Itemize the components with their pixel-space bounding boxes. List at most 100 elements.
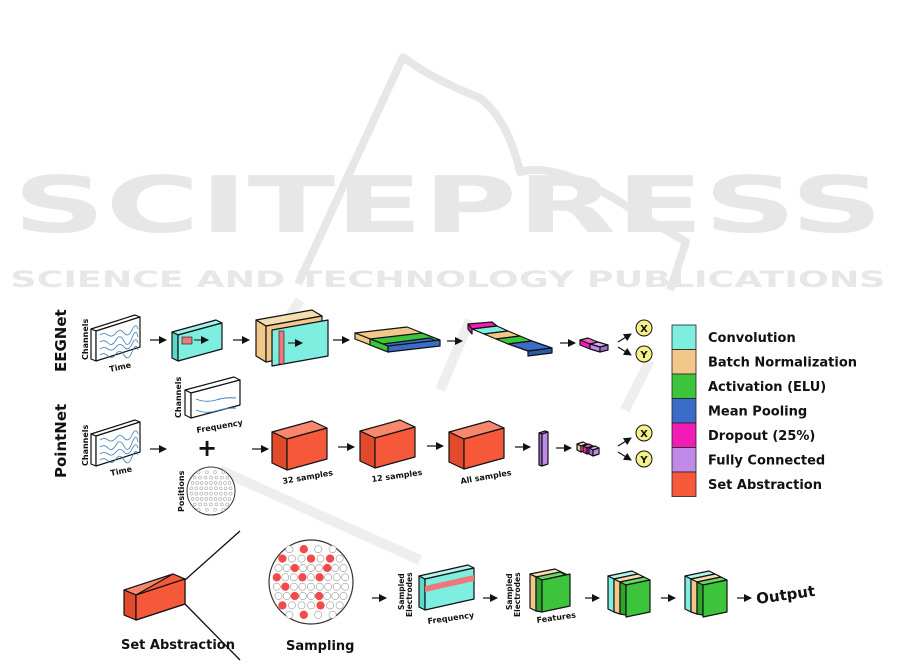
electrode — [192, 502, 197, 507]
electrode — [316, 554, 325, 563]
sa-detail-block — [123, 573, 186, 621]
electrode — [214, 502, 219, 507]
electrode — [227, 481, 232, 485]
electrode — [339, 592, 348, 600]
electrode — [214, 486, 218, 491]
electrode — [223, 481, 227, 485]
legend-item: Convolution — [671, 324, 796, 350]
output-y-label: Y — [639, 455, 648, 466]
electrode — [199, 497, 204, 501]
legend-item: Set Abstraction — [671, 471, 822, 497]
set-abstraction-detail: Set Abstraction Sampling Sampled Electro… — [121, 530, 816, 661]
legend-swatch-convolution — [671, 324, 697, 350]
electrode — [297, 601, 306, 610]
eegnet-row: EEGNet Channels Time — [52, 309, 653, 374]
electrode — [315, 564, 323, 572]
set-abstraction-block-3: All samples — [448, 420, 512, 486]
arrow — [617, 451, 632, 461]
spectrum-channels-label: Channels — [174, 376, 183, 418]
electrode — [194, 491, 199, 496]
stage-label-12: 12 samples — [371, 468, 423, 484]
electrode — [194, 486, 199, 491]
sampled-electrode — [323, 563, 332, 573]
feat-block-y-label-1: Sampled — [505, 573, 514, 610]
zoom-line-bottom — [184, 603, 241, 661]
electrode — [315, 582, 324, 591]
electrode — [335, 601, 344, 610]
watermark-book-icon — [294, 53, 690, 292]
sampled-electrode — [278, 554, 287, 563]
freq-block-y-label-2: Electrodes — [405, 572, 414, 617]
electrode — [205, 507, 209, 512]
eeg-signal-traces — [99, 430, 139, 464]
pointnet-spectrum: Channels Frequency — [174, 376, 244, 435]
electrode — [223, 491, 228, 496]
eegnet-pool-block — [354, 326, 441, 353]
legend-item: Fully Connected — [671, 447, 825, 473]
electrode — [339, 564, 348, 572]
electrode — [218, 481, 223, 485]
arrow — [617, 333, 632, 343]
freq-block-x-label: Frequency — [427, 610, 475, 626]
output-x-label: X — [640, 429, 648, 440]
electrode — [223, 497, 227, 501]
electrode — [299, 564, 307, 572]
sampled-electrode — [278, 601, 287, 610]
sampled-electrode — [290, 563, 299, 573]
electrode — [199, 491, 203, 496]
electrode — [221, 507, 226, 512]
electrode — [213, 497, 218, 501]
eeg-signal-traces — [99, 325, 139, 359]
electrode — [341, 573, 350, 582]
pointnet-fc-column — [538, 430, 549, 467]
electrode — [199, 481, 204, 485]
electrode — [214, 491, 218, 496]
electrode — [205, 470, 209, 475]
electrode — [324, 582, 332, 591]
electrode — [213, 507, 217, 512]
electrode — [314, 610, 323, 619]
electrode — [196, 507, 201, 512]
electrode — [307, 564, 315, 572]
sampled-electrode — [272, 573, 281, 582]
electrode — [288, 554, 296, 563]
electrode — [323, 592, 332, 600]
sampled-electrode — [306, 554, 316, 563]
electrode — [314, 545, 323, 554]
eegnet-input-time-label: Time — [109, 360, 133, 373]
sampled-electrode — [290, 591, 299, 601]
electrode — [228, 491, 233, 496]
spectrum-traces — [195, 397, 237, 413]
pointnet-row: PointNet Channels Time Channels — [52, 376, 653, 516]
electrode — [204, 497, 209, 501]
electrode — [285, 610, 294, 619]
legend-label: Mean Pooling — [708, 405, 807, 420]
electrode-dots — [189, 470, 233, 512]
legend-item: Mean Pooling — [671, 398, 807, 424]
legend-label: Activation (ELU) — [708, 380, 826, 395]
electrode — [324, 573, 332, 582]
electrode — [331, 564, 340, 572]
electrode — [285, 545, 294, 554]
electrode — [326, 601, 334, 610]
output-x-label: X — [640, 324, 648, 335]
electrode — [198, 502, 202, 507]
electrode — [195, 481, 199, 485]
pointnet-input-channels-label: Channels — [81, 424, 90, 466]
electrode — [190, 481, 195, 485]
sampling-map — [268, 539, 354, 625]
electrode — [221, 470, 226, 475]
stage-label-32: 32 samples — [282, 468, 334, 486]
legend-item: Batch Normalization — [671, 349, 857, 375]
electrode — [218, 497, 223, 501]
electrode — [213, 470, 217, 475]
watermark: SCITEPRESS SCIENCE AND TECHNOLOGY PUBLIC… — [11, 53, 886, 565]
electrode — [190, 497, 195, 501]
electrode — [282, 592, 291, 600]
pointnet-row-label: PointNet — [52, 404, 70, 478]
legend-label: Batch Normalization — [708, 356, 857, 371]
electrode — [297, 554, 306, 563]
eegnet-depthwise-block — [255, 309, 329, 367]
electrode — [281, 573, 290, 582]
